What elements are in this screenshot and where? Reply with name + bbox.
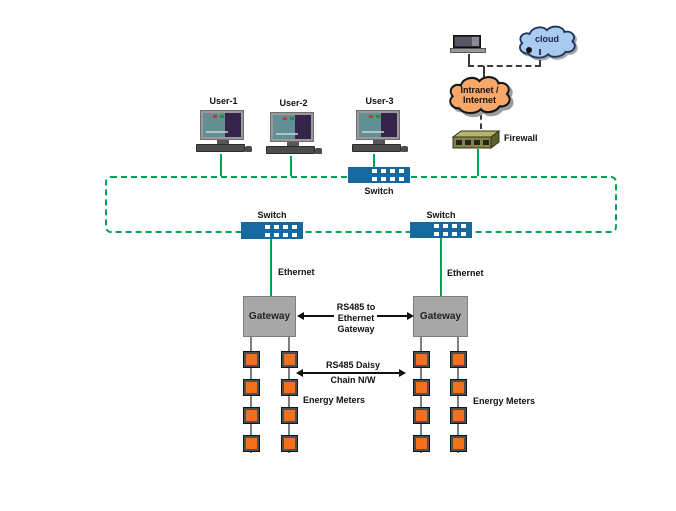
energy-meter bbox=[243, 379, 260, 396]
gateway-left: Gateway bbox=[243, 296, 296, 337]
green-link-user2 bbox=[290, 156, 292, 176]
dashed-link-server-down bbox=[468, 54, 470, 66]
energy-meter bbox=[281, 351, 298, 368]
intranet-label-line2: Internet bbox=[462, 95, 496, 105]
green-link-user1 bbox=[220, 154, 222, 176]
rs485-daisy-line1: RS485 Daisy bbox=[325, 360, 381, 370]
user-2-label: User-2 bbox=[279, 98, 308, 108]
switch-left bbox=[241, 222, 303, 239]
server-monitor bbox=[453, 35, 481, 48]
rs485-gateway-line3: Gateway bbox=[337, 324, 375, 334]
arrowhead-daisy-left bbox=[296, 369, 303, 377]
energy-meters-left-label: Energy Meters bbox=[303, 395, 366, 405]
dashed-link-cloud-down bbox=[539, 49, 541, 66]
rs485-gateway-line2: Ethernet bbox=[337, 313, 375, 323]
green-link-firewall bbox=[477, 149, 479, 176]
energy-meters-right-label: Energy Meters bbox=[473, 396, 536, 406]
switch-top-label: Switch bbox=[364, 186, 394, 196]
energy-meter bbox=[413, 351, 430, 368]
switch-right-label: Switch bbox=[426, 210, 456, 220]
cloud-label: cloud bbox=[535, 34, 559, 44]
energy-meter bbox=[450, 435, 467, 452]
rs485-gateway-line1: RS485 to bbox=[336, 302, 376, 312]
switch-top bbox=[348, 167, 410, 183]
user-3-label: User-3 bbox=[365, 96, 394, 106]
green-link-user3 bbox=[373, 154, 375, 168]
energy-meter bbox=[243, 351, 260, 368]
dashed-link-horizontal bbox=[468, 65, 541, 67]
rs485-gateway-annotation: RS485 to Ethernet Gateway bbox=[326, 302, 386, 335]
dashed-link-intranet-firewall bbox=[480, 114, 482, 129]
intranet-internet-cloud-icon bbox=[449, 76, 511, 115]
internet-server-icon bbox=[450, 35, 486, 55]
green-link-ethernet-right bbox=[440, 238, 442, 296]
cloud-connector-dot bbox=[526, 47, 532, 53]
arrowhead-daisy-right bbox=[399, 369, 406, 377]
switch-left-label: Switch bbox=[257, 210, 287, 220]
arrow-line-left bbox=[303, 315, 334, 317]
ethernet-right-label: Ethernet bbox=[447, 268, 484, 278]
energy-meter bbox=[450, 351, 467, 368]
arrowhead-to-right-gateway bbox=[407, 312, 414, 320]
switch-right bbox=[410, 222, 472, 238]
user-1-computer-icon bbox=[196, 110, 252, 154]
energy-meter bbox=[413, 379, 430, 396]
energy-meter bbox=[281, 379, 298, 396]
firewall-label: Firewall bbox=[504, 133, 538, 143]
energy-meter bbox=[413, 407, 430, 424]
server-base bbox=[450, 48, 486, 53]
energy-meter bbox=[413, 435, 430, 452]
user-3-computer-icon bbox=[352, 110, 408, 154]
ethernet-left-label: Ethernet bbox=[278, 267, 315, 277]
arrowhead-to-left-gateway bbox=[297, 312, 304, 320]
cloud-icon bbox=[519, 25, 576, 59]
meter-column-3 bbox=[413, 337, 430, 459]
energy-meter bbox=[281, 407, 298, 424]
dashed-link-to-intranet bbox=[483, 66, 485, 77]
arrow-line-daisy bbox=[303, 372, 400, 374]
arrow-line-right bbox=[377, 315, 408, 317]
rs485-daisy-line2: Chain N/W bbox=[330, 375, 376, 385]
meter-column-4 bbox=[450, 337, 467, 459]
meter-column-1 bbox=[243, 337, 260, 459]
energy-meter bbox=[243, 407, 260, 424]
user-1-label: User-1 bbox=[209, 96, 238, 106]
intranet-label-line1: Intranet / bbox=[460, 85, 499, 95]
energy-meter bbox=[243, 435, 260, 452]
gateway-right: Gateway bbox=[413, 296, 468, 337]
energy-meter bbox=[450, 379, 467, 396]
green-link-ethernet-left bbox=[270, 239, 272, 296]
lan-ring-boundary bbox=[105, 176, 617, 233]
firewall-icon bbox=[451, 130, 501, 149]
user-2-computer-icon bbox=[266, 112, 322, 156]
energy-meter bbox=[450, 407, 467, 424]
meter-column-2 bbox=[281, 337, 298, 459]
intranet-label: Intranet / Internet bbox=[446, 85, 513, 105]
energy-meter bbox=[281, 435, 298, 452]
